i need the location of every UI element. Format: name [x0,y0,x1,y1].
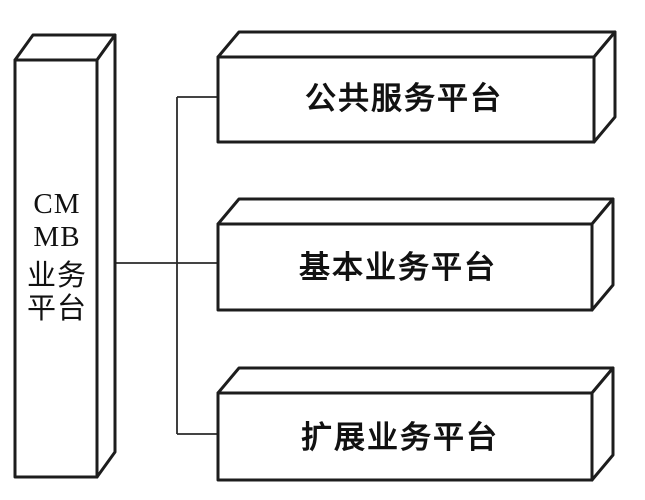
extended-business-platform-box: 扩展业务平台 [216,366,615,482]
extended-business-platform-label: 扩展业务平台 [301,420,499,455]
cmmb-platform-box: CM MB 业务 平台 [13,33,117,479]
public-service-box-front-face [216,55,596,144]
public-service-platform-box: 公共服务平台 [216,30,617,144]
cmmb-label-line2: MB [33,221,80,253]
connector-lines [116,96,218,435]
cmmb-box-side-face [95,33,117,479]
public-service-box-top-face [216,30,617,59]
basic-business-box-front-face [216,222,594,312]
cmmb-label-line1: CM [33,188,80,220]
cmmb-label-line4: 平台 [27,292,87,325]
cmmb-box-front-face [13,58,99,479]
basic-business-box-top-face [216,197,615,226]
public-service-platform-label: 公共服务平台 [305,81,503,116]
basic-business-platform-box: 基本业务平台 [216,197,615,312]
extended-business-box-front-face [216,391,594,482]
cmmb-label-line3: 业务 [27,259,87,292]
extended-business-box-top-face [216,366,615,395]
basic-business-platform-label: 基本业务平台 [299,250,497,285]
